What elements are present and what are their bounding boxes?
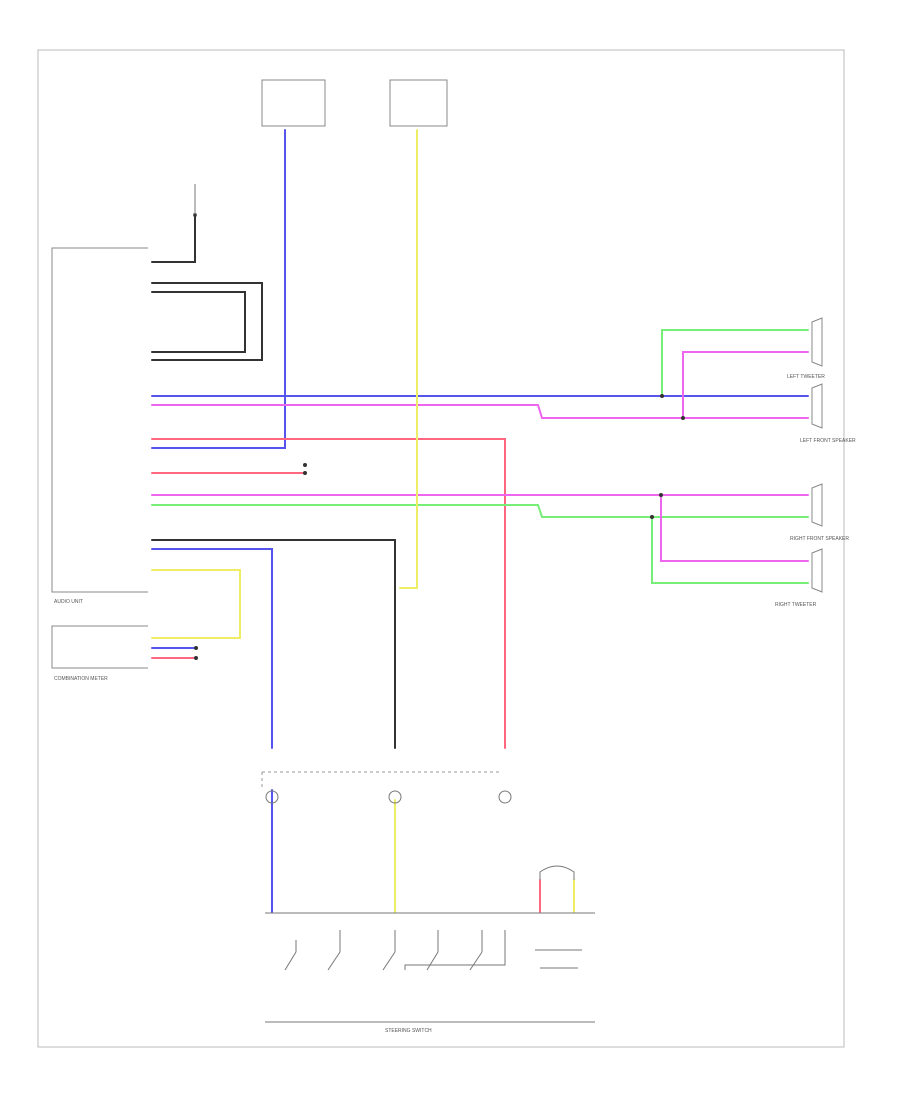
connector-right-tweeter — [811, 548, 823, 593]
switch-seek-down — [426, 930, 439, 971]
horn-switch — [535, 949, 582, 969]
junction-left-tweeter-magenta — [681, 416, 685, 420]
connector-left-front — [811, 383, 823, 429]
steering-switch-label: STEERING SWITCH — [385, 1028, 432, 1034]
right-tweeter-label: RIGHT TWEETER — [775, 602, 817, 608]
right-front-speaker-label: RIGHT FRONT SPEAKER — [790, 536, 849, 542]
wire-red-illum — [151, 438, 506, 749]
wire-dark-steering — [151, 539, 396, 749]
fuse-box-left — [261, 79, 326, 127]
junction-clock-2 — [303, 471, 307, 475]
wire-green-right-tweeter — [651, 516, 809, 584]
junction-right-tweeter-green — [650, 515, 654, 519]
combination-meter-bracket — [51, 625, 148, 669]
spiral-cable-1 — [265, 790, 279, 804]
junction-meter-1 — [194, 646, 198, 650]
left-front-speaker-label: LEFT FRONT SPEAKER — [800, 438, 856, 444]
junction-meter-2 — [194, 656, 198, 660]
wire-loop-inner — [151, 291, 246, 353]
speaker-connectors: LEFT TWEETER LEFT FRONT SPEAKER RIGHT FR… — [775, 317, 856, 608]
connector-right-front — [811, 483, 823, 527]
wire-yellow-speed — [151, 569, 241, 639]
wire-magenta-right-tweeter — [660, 494, 809, 562]
wire-magenta-left-tweeter — [682, 351, 809, 419]
combination-switch — [261, 771, 512, 804]
fuse-left-body — [261, 79, 326, 127]
wires — [151, 129, 809, 913]
wire-green-right-front — [151, 504, 809, 518]
switch-seek-up — [382, 930, 396, 971]
fuse-box-right — [389, 79, 448, 127]
spiral-cable-3 — [498, 790, 512, 804]
diagram-frame — [37, 49, 845, 1048]
wire-magenta-left-front — [151, 404, 809, 419]
fuse-right-body — [389, 79, 448, 127]
connector-left-tweeter — [811, 317, 823, 367]
junction-right-tweeter-magenta — [659, 493, 663, 497]
audio-unit: AUDIO UNIT — [51, 247, 148, 605]
junction-clock — [303, 463, 307, 467]
horn-coil — [539, 865, 575, 880]
combination-meter-label: COMBINATION METER — [54, 676, 108, 682]
switch-source — [469, 930, 483, 971]
audio-unit-bracket — [51, 247, 148, 593]
horn-coil-arc — [539, 865, 575, 880]
steering-switches — [284, 930, 506, 971]
switch-common — [404, 930, 506, 970]
left-tweeter-label: LEFT TWEETER — [787, 374, 825, 380]
wire-loop-outer — [151, 282, 263, 361]
spiral-cable-2 — [388, 790, 402, 804]
ground-symbol — [193, 184, 197, 217]
junctions — [194, 394, 685, 660]
wire-ground — [151, 214, 196, 263]
switch-volume-up — [284, 940, 297, 971]
switch-volume-down — [327, 930, 341, 971]
wire-blue-steering — [151, 548, 273, 749]
wire-green-left-tweeter — [661, 329, 809, 397]
wire-blue-fuse — [151, 129, 286, 449]
combination-meter: COMBINATION METER — [51, 625, 148, 682]
audio-unit-label: AUDIO UNIT — [54, 599, 83, 605]
junction-left-tweeter-green — [660, 394, 664, 398]
wire-yellow-fuse — [399, 129, 418, 589]
